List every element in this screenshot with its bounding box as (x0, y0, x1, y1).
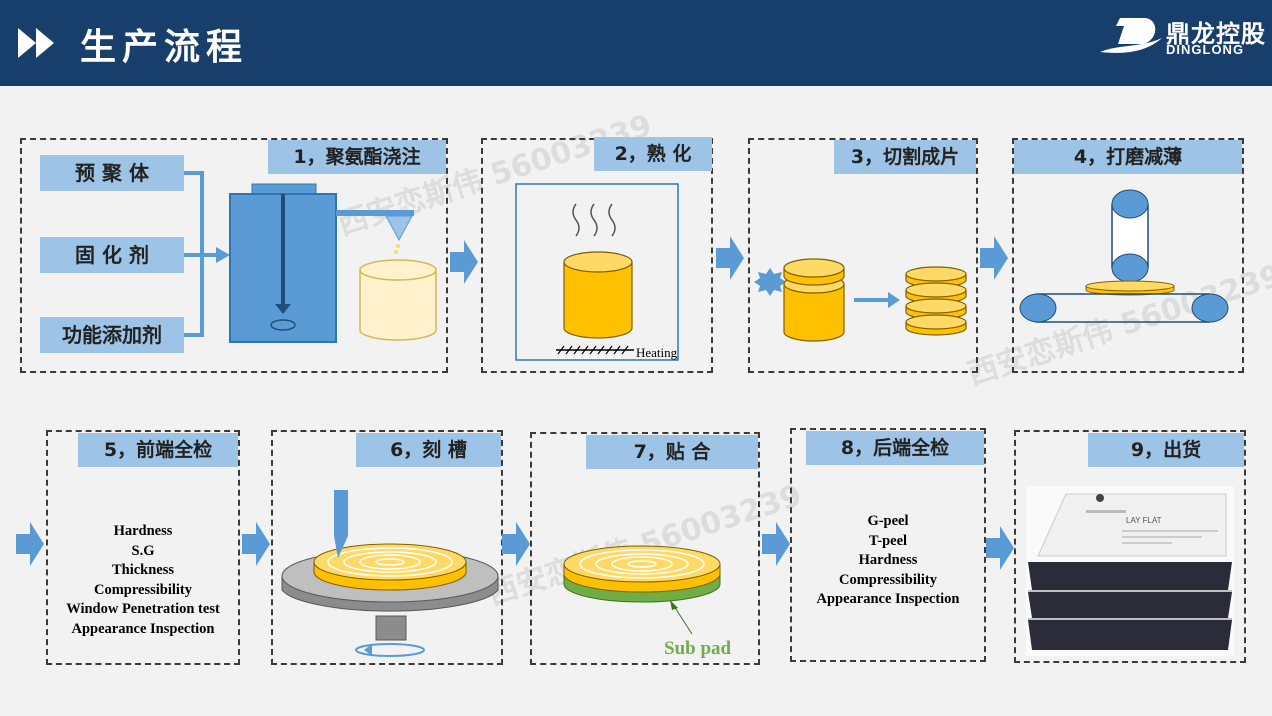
page-title: 生产流程 (80, 27, 249, 68)
check-item: Appearance Inspection (816, 591, 960, 607)
ingredient-additive: 功能添加剂 (40, 317, 184, 353)
step-7-label: 7，贴 合 (586, 435, 758, 469)
check-item: Compressibility (838, 571, 938, 588)
dinglong-logo-icon (1100, 18, 1162, 53)
grooving-illustration (281, 490, 499, 657)
check-item: Appearance Inspection (71, 620, 215, 637)
flow-arrow (242, 522, 270, 566)
check-item: Hardness (113, 523, 173, 539)
check-item: T-peel (868, 532, 908, 549)
step-1-box (20, 138, 448, 373)
flow-arrow (762, 522, 790, 566)
check-item: S.G (131, 542, 155, 559)
check-item: G-peel (867, 513, 909, 529)
ingredient-curing-agent: 固 化 剂 (40, 237, 184, 273)
step-4-label: 4，打磨减薄 (1014, 140, 1242, 174)
step-8-box (790, 428, 986, 662)
grinding-illustration (1019, 189, 1229, 323)
casting-illustration (184, 171, 437, 343)
step-5-checklist: Hardness S.G Thickness Compressibility W… (48, 522, 238, 639)
shipping-package-photo (1026, 486, 1234, 656)
flow-arrow (986, 526, 1014, 570)
step-8-checklist: G-peel T-peel Hardness Compressibility A… (792, 512, 984, 610)
oven-illustration (515, 183, 679, 361)
flow-arrow (502, 522, 530, 566)
flow-arrow (16, 522, 44, 566)
flow-arrow (980, 236, 1008, 280)
step-9-label: 9，出货 (1088, 433, 1244, 467)
flow-arrow (450, 240, 478, 284)
flow-arrow (716, 236, 744, 280)
step-5-box (46, 430, 240, 665)
step-5-label: 5，前端全检 (78, 433, 238, 467)
check-item: Thickness (111, 562, 175, 578)
lamination-illustration (563, 545, 721, 635)
check-item: Compressibility (93, 581, 193, 598)
package-label-text: LAY FLAT (1126, 516, 1162, 525)
logo-chinese-text: 鼎龙控股 (1166, 20, 1266, 48)
step-1-label: 1，聚氨酯浇注 (268, 140, 446, 174)
double-arrow-icon (18, 28, 54, 58)
step-9-box (1014, 430, 1246, 663)
ingredient-prepolymer: 预 聚 体 (40, 155, 184, 191)
step-3-label: 3，切割成片 (834, 140, 976, 174)
heating-note: Heating (636, 345, 678, 360)
logo-english-text: DINGLONG (1166, 42, 1245, 57)
slicing-illustration (754, 258, 967, 342)
step-8-label: 8，后端全检 (806, 431, 984, 465)
header-bar: 生产流程 鼎龙控股 DINGLONG (0, 0, 1272, 86)
step-4-box (1012, 138, 1244, 373)
step-7-box (530, 432, 760, 665)
check-item: Hardness (858, 552, 918, 568)
step-2-label: 2，熟 化 (594, 137, 712, 171)
step-3-box (748, 138, 978, 373)
check-item: Window Penetration test (66, 601, 220, 617)
step-6-label: 6，刻 槽 (356, 433, 501, 467)
sub-pad-label: Sub pad (664, 638, 732, 659)
